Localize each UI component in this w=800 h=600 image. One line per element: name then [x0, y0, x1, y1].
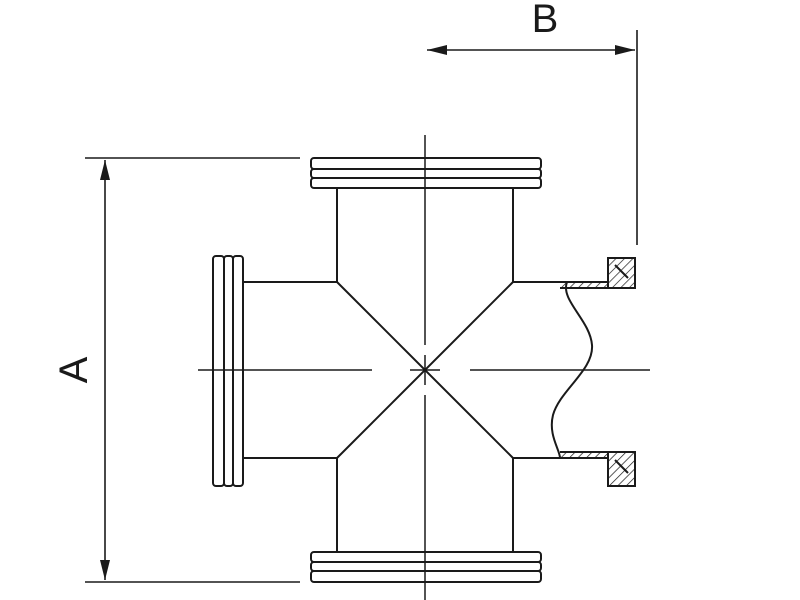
dimension-b-label: B	[532, 0, 559, 41]
dimension-a	[85, 157, 300, 583]
top-flange	[310, 157, 542, 189]
break-line	[550, 281, 594, 459]
right-sectioned-flange	[560, 257, 636, 487]
center-lines	[198, 135, 650, 600]
bottom-flange	[310, 551, 542, 583]
left-flange	[212, 255, 244, 487]
dimension-a-label: A	[52, 356, 96, 383]
dimension-b	[427, 30, 638, 245]
